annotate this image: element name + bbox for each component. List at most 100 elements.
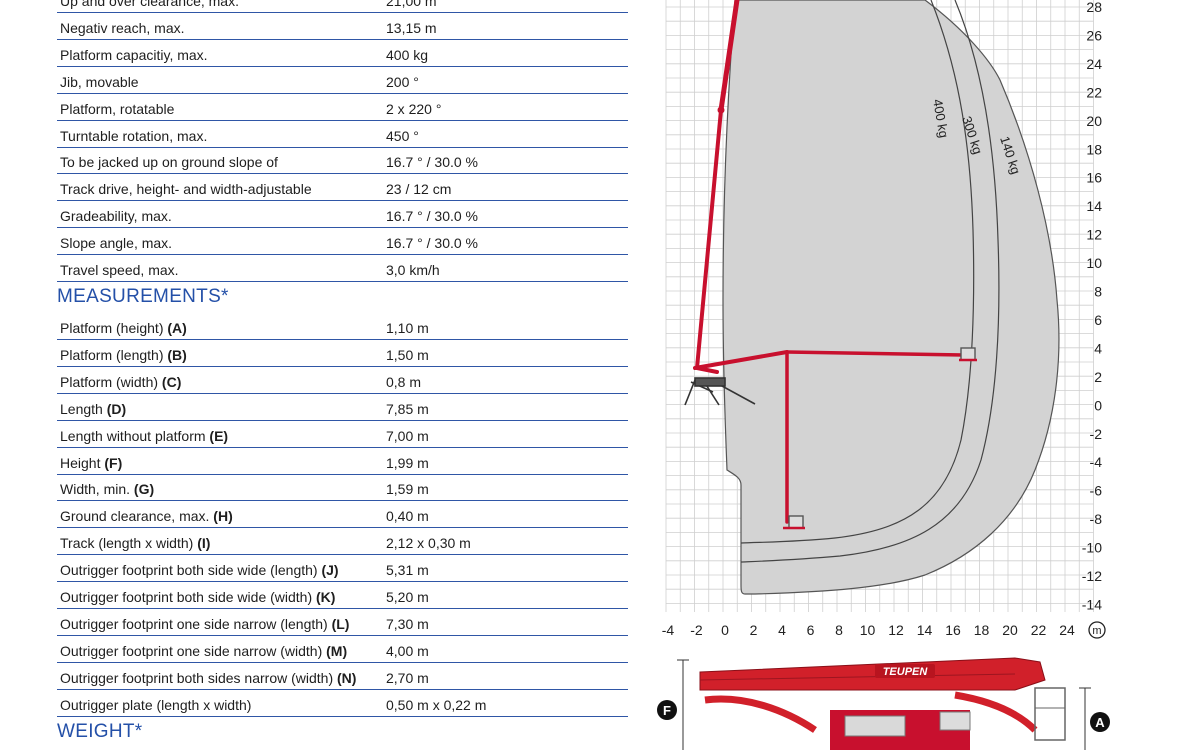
machine-side-view: F TEUPEN A (657, 657, 1110, 750)
x-tick-label: -4 (662, 622, 675, 638)
y-tick-label: 28 (1086, 0, 1102, 15)
y-tick-label: -2 (1090, 426, 1103, 442)
spec-label: Length without platform (E) (60, 428, 228, 444)
spec-row: Outrigger plate (length x width) 0,50 m x… (57, 689, 628, 717)
spec-value: 3,0 km/h (386, 262, 440, 278)
spec-value: 7,00 m (386, 427, 429, 444)
x-tick-label: 24 (1059, 622, 1075, 638)
spec-label: Travel speed, max. (60, 262, 179, 278)
spec-label: Outrigger footprint one side narrow (wid… (60, 643, 347, 659)
y-tick-label: 8 (1094, 284, 1102, 300)
spec-row: Outrigger footprint both side wide (widt… (57, 581, 628, 609)
spec-row: Length without platform (E) 7,00 m (57, 420, 628, 448)
y-tick-label: 20 (1086, 113, 1102, 129)
spec-row: Platform (width) (C)0,8 m (57, 366, 628, 394)
spec-label-text: Slope angle, max. (60, 235, 173, 252)
spec-label-text: Travel speed, max. (60, 262, 179, 278)
y-tick-label: 16 (1086, 170, 1102, 186)
spec-row: Track (length x width) (I)2,12 x 0,30 m (57, 527, 628, 556)
spec-label-text: Height (60, 454, 105, 471)
spec-label-text: Platform (height) (60, 320, 168, 336)
machine-platform (1034, 687, 1066, 741)
unit-symbol-text: m (1092, 625, 1101, 637)
spec-label-code: (N) (337, 669, 357, 686)
spec-value: 4,00 m (386, 642, 429, 659)
y-tick-label: 6 (1094, 312, 1102, 328)
spec-value: 1,50 m (386, 346, 429, 363)
x-tick-label: 8 (835, 622, 843, 638)
spec-label: Platform (width) (C) (60, 374, 181, 390)
spec-value: 450 ° (386, 127, 419, 144)
spec-label: Platform (height) (A) (60, 320, 187, 336)
spec-label-code: (H) (213, 508, 233, 525)
spec-label: Platform (length) (B) (60, 347, 187, 363)
spec-row: Slope angle, max.16.7 ° / 30.0 % (57, 227, 628, 256)
platform-basket-upper (959, 347, 977, 362)
y-tick-label: -12 (1082, 568, 1102, 584)
machine-boom-body (699, 657, 1046, 691)
spec-label: Turntable rotation, max. (60, 128, 207, 144)
spec-value: 7,85 m (386, 400, 429, 417)
spec-row: Width, min. (G)1,59 m (57, 473, 628, 502)
spec-label-text: Length (60, 400, 107, 417)
spec-label-code: (E) (209, 427, 229, 444)
spec-row: Outrigger footprint both sides narrow (w… (57, 662, 628, 690)
spec-label-text: Track (length x width) (60, 535, 198, 552)
spec-label-text: Platform (length) (60, 346, 168, 363)
spec-label: Up and over clearance, max. (60, 0, 239, 9)
spec-label-code: (K) (316, 589, 336, 605)
spec-row: Length (D)7,85 m (57, 393, 628, 421)
machine-outrigger-right (954, 691, 1038, 733)
spec-label: Outrigger footprint both sides narrow (w… (60, 670, 356, 686)
spec-row: Travel speed, max. 3,0 km/h (57, 254, 628, 282)
spec-value: 1,59 m (386, 481, 429, 498)
spec-label: Track drive, height- and width-adjustabl… (60, 181, 312, 197)
spec-label: Platform, rotatable (60, 101, 174, 117)
spec-label: Outrigger plate (length x width) (60, 697, 251, 713)
spec-label-text: Outrigger footprint both sides narrow (w… (60, 669, 338, 686)
spec-label-code: (M) (326, 642, 348, 659)
spec-label-text: Length without platform (60, 427, 210, 444)
spec-label-text: Outrigger footprint one side narrow (wid… (60, 642, 327, 659)
x-tick-label: 14 (917, 622, 933, 638)
machine-outrigger-left (704, 695, 817, 733)
spec-label-text: Platform, rotatable (60, 100, 175, 117)
working-envelope (722, 0, 1060, 595)
spec-value: 23 / 12 cm (386, 181, 452, 198)
y-tick-label: -10 (1082, 540, 1102, 556)
spec-label-code: (I) (197, 535, 211, 552)
spec-label-code: (G) (133, 481, 155, 498)
y-tick-label: 10 (1086, 255, 1102, 271)
y-tick-label: 18 (1086, 141, 1102, 157)
y-tick-label: -14 (1082, 596, 1102, 612)
spec-row: Platform (height) (A)1,10 m (57, 312, 628, 340)
spec-row: Track drive, height- and width-adjustabl… (57, 173, 628, 202)
spec-label-code: (L) (331, 615, 350, 632)
section-title-measurements: MEASUREMENTS* (57, 286, 229, 307)
spec-value: 5,20 m (386, 589, 429, 605)
spec-row: Platform capacitiy, max.400 kg (57, 39, 628, 67)
spec-value: 0,50 m x 0,22 m (386, 696, 487, 713)
spec-label-text: Track drive, height- and width-adjustabl… (60, 181, 312, 198)
y-tick-label: 22 (1086, 84, 1102, 100)
spec-label-text: Platform (width) (60, 373, 162, 390)
capacity-curve-300kg (740, 0, 1000, 563)
spec-label: Platform capacitiy, max. (60, 47, 208, 63)
spec-label-text: Negativ reach, max. (60, 19, 185, 36)
spec-label-text: Jib, movable (60, 73, 139, 90)
spec-row: Outrigger footprint one side narrow (wid… (57, 635, 628, 663)
spec-label: Track (length x width) (I) (60, 535, 210, 551)
y-tick-label: -4 (1090, 454, 1103, 470)
x-tick-label: 16 (945, 622, 961, 638)
dimension-marker-a (1090, 712, 1110, 732)
boom-extended (693, 350, 965, 524)
brand-badge (875, 664, 935, 678)
x-tick-label: 2 (750, 622, 758, 638)
spec-value: 16.7 ° / 30.0 % (386, 208, 478, 225)
spec-label-text: Turntable rotation, max. (60, 127, 208, 144)
unit-symbol: m (1088, 621, 1106, 639)
spec-label: Height (F) (60, 455, 122, 471)
dimension-marker-f (657, 700, 677, 720)
spec-label-text: To be jacked up on ground slope of (60, 154, 278, 171)
